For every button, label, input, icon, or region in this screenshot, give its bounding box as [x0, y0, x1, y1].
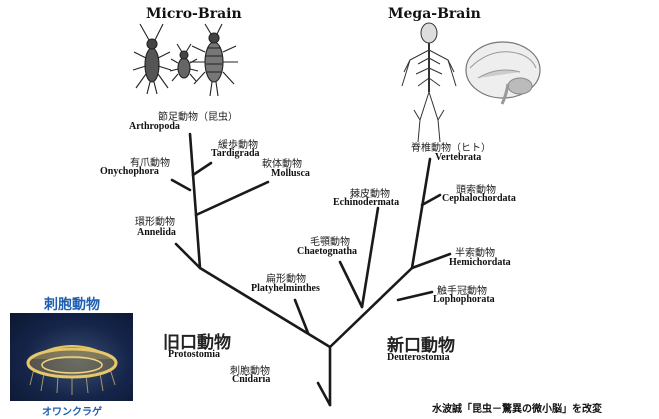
onychophora-branch: [172, 180, 190, 190]
arthropoda-en-label: Arthropoda: [129, 121, 180, 132]
lophophorata-en-label: Lophophorata: [433, 294, 495, 305]
human-nervous-system-illustration: [402, 23, 456, 142]
hemichordata-branch: [412, 254, 450, 268]
tree-branches: [172, 134, 450, 405]
hemichordata-en-label: Hemichordata: [449, 257, 511, 268]
cephalochordata-en-label: Cephalochordata: [442, 193, 516, 204]
lophophorata-branch: [398, 292, 432, 300]
protostomia-en-label: Protostomia: [168, 349, 220, 360]
annelida-en-label: Annelida: [137, 227, 176, 238]
annelida-jp-label: 環形動物: [135, 213, 175, 228]
vertebrata-en-label: Vertebrata: [435, 152, 481, 163]
cricket-illustration: [133, 24, 171, 94]
jellyfish-photo: [10, 313, 133, 401]
onychophora-en-label: Onychophora: [100, 166, 159, 177]
echinodermata-en-label: Echinodermata: [333, 197, 399, 208]
jellyfish-caption: オワンクラゲ: [42, 403, 102, 418]
brain-illustration: [466, 42, 540, 104]
vertebrata-branch: [412, 159, 430, 268]
mantis-illustration: [190, 24, 238, 96]
cnidaria-branch: [318, 383, 330, 405]
annelida-branch: [176, 244, 200, 268]
cnidaria-box-title: 刺胞動物: [44, 294, 100, 314]
tardigrada-branch: [193, 163, 211, 175]
deuterostomia-en-label: Deuterostomia: [387, 352, 450, 363]
jellyfish-icon: [10, 313, 133, 401]
chaetognatha-en-label: Chaetognatha: [297, 246, 357, 257]
platyhelminthes-en-label: Platyhelminthes: [251, 283, 320, 294]
insect-illustrations: [133, 24, 238, 96]
source-credit: 水波誠「昆虫－驚異の微小脳」を改変: [432, 400, 602, 415]
tardigrada-en-label: Tardigrada: [211, 148, 260, 159]
arthropod-trunk: [190, 134, 200, 268]
echinoderm-branch: [362, 208, 378, 307]
cnidaria-en-label: Cnidaria: [232, 374, 270, 385]
mollusca-en-label: Mollusca: [271, 168, 310, 179]
chaetognatha-branch: [340, 262, 362, 307]
mollusca-branch: [196, 182, 268, 215]
